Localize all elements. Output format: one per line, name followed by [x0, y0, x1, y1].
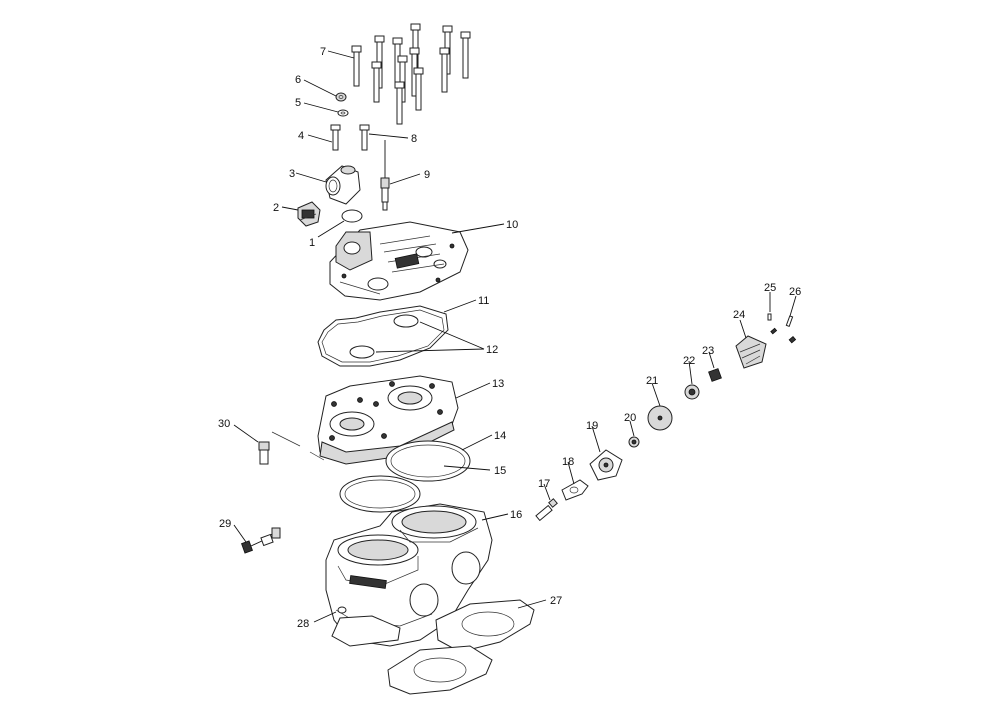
label-28: 28	[297, 618, 309, 630]
label-5: 5	[295, 97, 301, 109]
thermostat-part-2	[297, 201, 321, 227]
label-3: 3	[289, 168, 295, 180]
label-10: 10	[506, 219, 518, 231]
label-27: 27	[550, 595, 562, 607]
label-20: 20	[624, 412, 636, 424]
cylinder-block-part-16	[325, 503, 493, 647]
stud-part-4	[330, 124, 341, 151]
label-17: 17	[538, 478, 550, 490]
label-29: 29	[219, 518, 231, 530]
fitting-part-30	[258, 431, 325, 465]
head-cover-part-10	[329, 221, 469, 301]
o-rings-part-12	[349, 314, 419, 359]
label-15: 15	[494, 465, 506, 477]
o-ring-part-1	[341, 209, 363, 223]
seal-part-20	[628, 436, 640, 448]
impeller-part-21	[647, 405, 673, 431]
washer-part-5	[337, 109, 349, 117]
screw-part-25	[767, 313, 778, 335]
label-21: 21	[646, 375, 658, 387]
label-14: 14	[494, 430, 506, 442]
leader-lines	[233, 50, 797, 623]
label-24: 24	[733, 309, 745, 321]
label-25: 25	[764, 282, 776, 294]
label-9: 9	[424, 169, 430, 181]
label-19: 19	[586, 420, 598, 432]
label-11: 11	[478, 295, 489, 307]
label-18: 18	[562, 456, 574, 468]
label-2: 2	[273, 202, 279, 214]
label-8: 8	[411, 133, 417, 145]
head-bolts	[351, 23, 471, 125]
label-23: 23	[702, 345, 714, 357]
reference-numbers: 1 2 3 4 5 6 7 8 9 10 11 12 13 14 15 16 1…	[218, 46, 801, 630]
label-30: 30	[218, 418, 230, 430]
label-12: 12	[486, 344, 498, 356]
label-4: 4	[298, 130, 304, 142]
base-gasket-part-27	[387, 599, 535, 695]
head-gasket-part-11	[317, 305, 449, 367]
gasket-part-14	[385, 440, 471, 482]
label-22: 22	[683, 355, 695, 367]
label-7: 7	[320, 46, 326, 58]
cover-part-24	[735, 335, 767, 369]
screw-part-26	[785, 315, 797, 344]
gasket-part-18	[561, 479, 589, 501]
label-13: 13	[492, 378, 504, 390]
spring-part-23	[708, 368, 722, 382]
sensor-part-29	[241, 527, 281, 554]
label-1: 1	[309, 237, 315, 249]
nut-part-6	[335, 92, 347, 102]
stud-part-8	[359, 124, 370, 151]
spark-plug-part-17	[535, 498, 558, 522]
water-outlet-part-3	[325, 165, 361, 205]
temperature-sensor-part-9	[380, 140, 390, 211]
cylinder-head-part-13	[317, 375, 459, 465]
gasket-part-15	[339, 475, 421, 513]
bearing-part-22	[684, 384, 700, 400]
label-16: 16	[510, 509, 522, 521]
pump-housing-part-19	[589, 449, 623, 481]
label-26: 26	[789, 286, 801, 298]
label-6: 6	[295, 74, 301, 86]
